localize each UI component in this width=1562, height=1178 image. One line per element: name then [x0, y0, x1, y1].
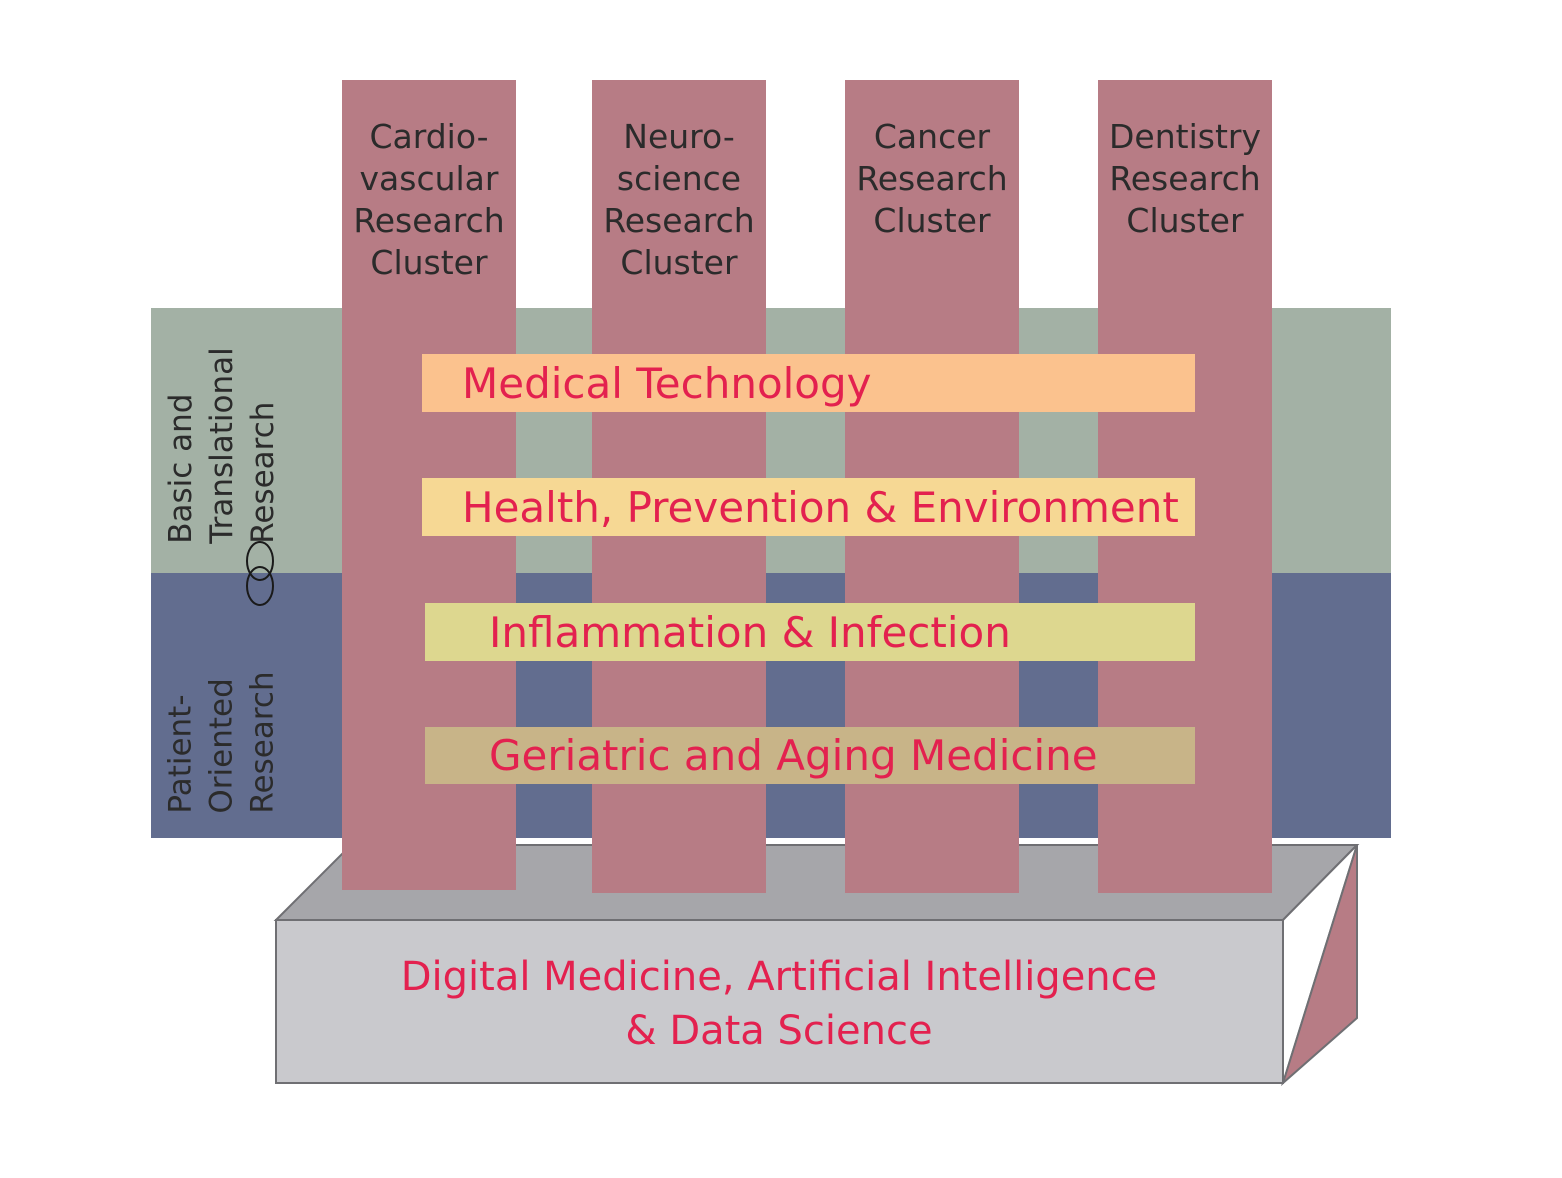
pillar-label: Cancer Research Cluster — [856, 117, 1008, 240]
pillar-label: Cardio- vascular Research Cluster — [353, 117, 505, 282]
base-side-face-pink — [1280, 844, 1358, 1087]
side-label-basic-translational: Basic and Translational Research — [162, 346, 281, 544]
bar-label: Geriatric and Aging Medicine — [489, 731, 1098, 780]
bar-medical-technology: Medical Technology — [422, 354, 1195, 412]
base-label: Digital Medicine, Artificial Intelligenc… — [276, 950, 1282, 1058]
side-label-basic-translational-wrap: Basic and Translational Research — [92, 347, 352, 544]
base-label-line1: Digital Medicine, Artificial Intelligenc… — [400, 954, 1158, 1000]
interlocking-rings-icon — [246, 541, 274, 606]
bar-label: Medical Technology — [462, 358, 872, 408]
bar-health-prevention-environment: Health, Prevention & Environment — [422, 478, 1195, 536]
bar-inflammation-infection: Inflammation & Infection — [425, 603, 1195, 661]
pillar-label: Dentistry Research Cluster — [1109, 117, 1261, 240]
bar-label: Inflammation & Infection — [489, 607, 1011, 657]
bar-label: Health, Prevention & Environment — [462, 482, 1179, 532]
side-label-patient-oriented-wrap: Patient- Oriented Research — [112, 671, 332, 813]
base-label-line2: & Data Science — [625, 1008, 933, 1054]
bar-geriatric-aging: Geriatric and Aging Medicine — [425, 727, 1195, 784]
pillar-label: Neuro- science Research Cluster — [603, 117, 755, 282]
side-label-patient-oriented: Patient- Oriented Research — [162, 670, 281, 814]
